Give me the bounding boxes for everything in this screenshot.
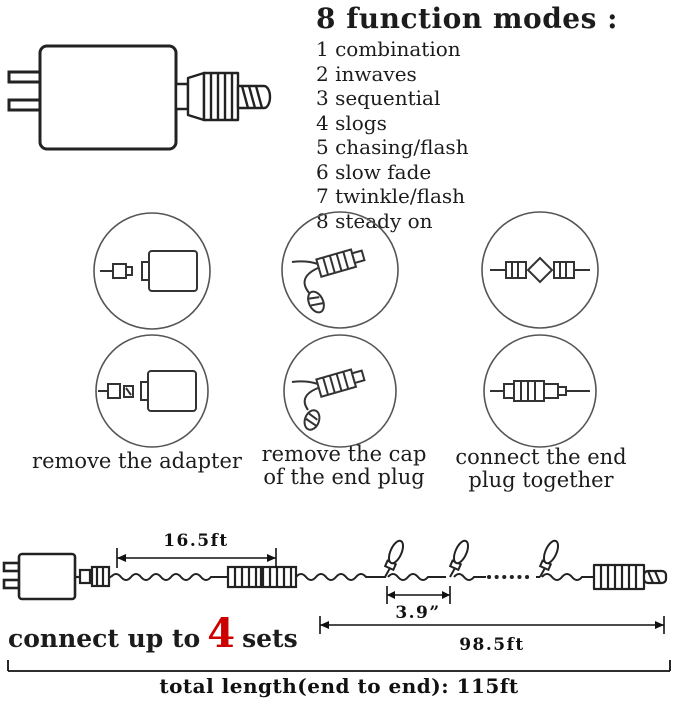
dc-connector [174,71,272,122]
steps-illustrations [93,211,599,448]
modes-list: 1 combination 2 inwaves 3 sequential 4 s… [316,37,618,233]
caption-remove-cap: remove the cap of the end plug [250,443,438,489]
bulb-spacing-label: 3.9” [395,603,440,623]
step-circle [283,334,397,448]
total-length-label: total length(end to end): 115ft [159,674,519,698]
string-length-label: 98.5ft [459,635,525,655]
mode-item-4: 4 slogs [316,110,387,135]
step-circle [93,212,211,330]
step-connect-plugs-after [490,380,590,402]
bulb-icon [448,539,470,578]
step-remove-adapter-after [98,370,197,412]
mode-item-6: 6 slow fade [316,159,432,184]
step-connect-plugs-before [490,256,590,284]
bulb-icon [383,539,405,578]
function-modes-section: 8 function modes : 1 combination 2 inwav… [316,2,618,233]
string-dimension [319,616,665,634]
plug-prongs [7,70,42,112]
caption-line: remove the cap [261,442,427,466]
mode-item-5: 5 chasing/flash [316,135,469,159]
step-circle [281,211,399,329]
caption-remove-adapter: remove the adapter [18,450,256,473]
lead-dimension [116,548,277,568]
step-circle [95,334,209,448]
adapter-connector [75,565,111,588]
mode-item-3: 3 sequential [316,86,441,110]
step-circle [483,334,597,448]
step-end-cap-before [291,248,366,314]
caption-connect-plug: connect the end plug together [450,446,632,492]
mode-item-2: 2 inwaves [316,61,417,86]
total-dimension [7,660,671,672]
lead-length-label: 16.5ft [163,531,229,551]
bulb-icon [538,539,560,578]
wall-plug [2,552,77,601]
sets-count: 4 [207,610,236,657]
step-end-cap-after [291,368,366,431]
spacing-dimension [386,586,451,604]
connect-suffix: sets [242,624,298,653]
mode-item-7: 7 twinkle/flash [316,184,466,208]
adapter-body [38,44,178,151]
caption-line: of the end plug [263,465,425,489]
step-circle [481,211,599,329]
modes-title: 8 function modes : [316,2,618,35]
caption-line: plug together [468,468,614,492]
mid-connector-pair [226,565,298,589]
caption-line: remove the adapter [32,449,242,473]
string-diagram: 16.5ft 3.9” 98.5ft total length(end to e… [2,531,671,698]
connect-prefix: connect up to [8,624,201,653]
end-connector [592,563,668,591]
power-adapter-illustration [7,44,272,151]
caption-line: connect the end [455,445,627,469]
string-wire [110,573,594,581]
step-remove-adapter-before [100,250,198,292]
mode-item-1: 1 combination [316,37,461,61]
